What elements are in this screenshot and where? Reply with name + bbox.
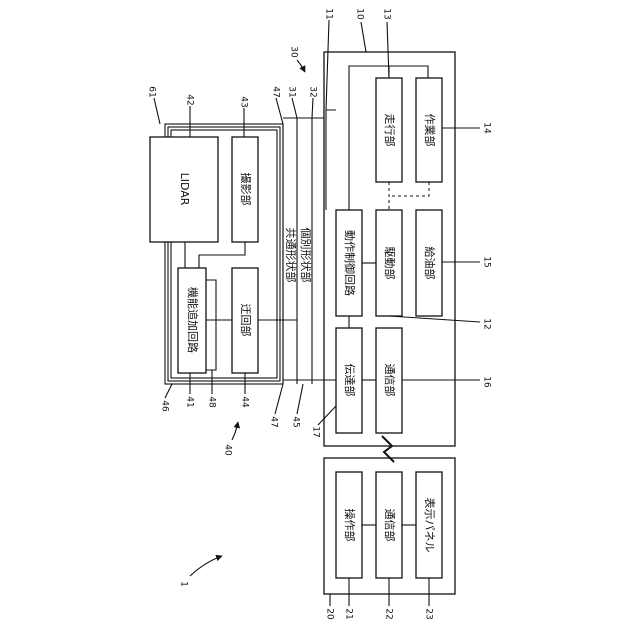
line-imaging-fa — [199, 242, 245, 268]
arrow-1 — [190, 556, 222, 576]
label-function-addition: 機能追加回路 — [186, 287, 200, 353]
ref-11: 11 — [324, 8, 334, 19]
label-communication-terminal: 通信部 — [383, 509, 397, 542]
leader-32 — [312, 98, 313, 118]
arrow-30 — [297, 60, 305, 72]
label-common-shape: 共通形状部 — [284, 228, 298, 283]
ref-46: 46 — [160, 400, 170, 412]
ref-20: 20 — [325, 608, 335, 620]
ref-15: 15 — [482, 256, 492, 267]
ref-45: 45 — [291, 416, 301, 427]
leader-47-bottom — [275, 384, 283, 414]
ref-10: 10 — [355, 8, 365, 20]
label-bypass: 迂回部 — [239, 304, 253, 337]
label-driving: 駆動部 — [383, 247, 397, 280]
ref-30: 30 — [289, 46, 299, 58]
leader-47-top — [276, 98, 283, 124]
label-operation: 操作部 — [343, 509, 357, 542]
ref-32: 32 — [308, 86, 318, 97]
ref-23: 23 — [424, 608, 434, 619]
ref-13: 13 — [382, 8, 392, 19]
ref-47-top: 47 — [271, 86, 281, 97]
ref-31: 31 — [287, 86, 297, 97]
label-imaging: 撮影部 — [239, 173, 253, 206]
ref-61: 61 — [147, 86, 157, 97]
ref-17: 17 — [311, 426, 321, 437]
ref-44: 44 — [240, 396, 250, 408]
label-individual-shape: 個別形状部 — [299, 228, 313, 283]
label-operation-control: 動作制御回路 — [343, 230, 357, 296]
ref-41: 41 — [185, 396, 195, 407]
label-communication-vehicle: 通信部 — [383, 364, 397, 397]
line-48 — [206, 280, 216, 370]
ref-22: 22 — [384, 608, 394, 619]
ref-16: 16 — [482, 376, 492, 388]
ref-42: 42 — [185, 94, 195, 105]
leader-31 — [292, 98, 297, 118]
ref-40: 40 — [223, 444, 233, 456]
label-lidar: LIDAR — [178, 173, 191, 206]
ref-47-bottom: 47 — [269, 416, 279, 427]
leader-10 — [361, 22, 366, 52]
leader-46 — [165, 384, 172, 398]
ref-21: 21 — [344, 608, 354, 619]
ref-48: 48 — [207, 396, 217, 408]
ref-43: 43 — [239, 96, 249, 107]
arrow-40 — [232, 422, 238, 440]
ref-14: 14 — [482, 122, 492, 134]
label-transmission: 伝達部 — [343, 364, 357, 397]
ref-1: 1 — [179, 581, 189, 587]
ref-12: 12 — [482, 318, 492, 329]
label-refueling: 給油部 — [423, 247, 437, 280]
label-display-panel: 表示パネル — [423, 498, 437, 553]
label-traveling: 走行部 — [383, 114, 397, 147]
label-working: 作業部 — [423, 114, 437, 147]
leader-45 — [297, 384, 303, 414]
leader-61 — [154, 98, 160, 124]
